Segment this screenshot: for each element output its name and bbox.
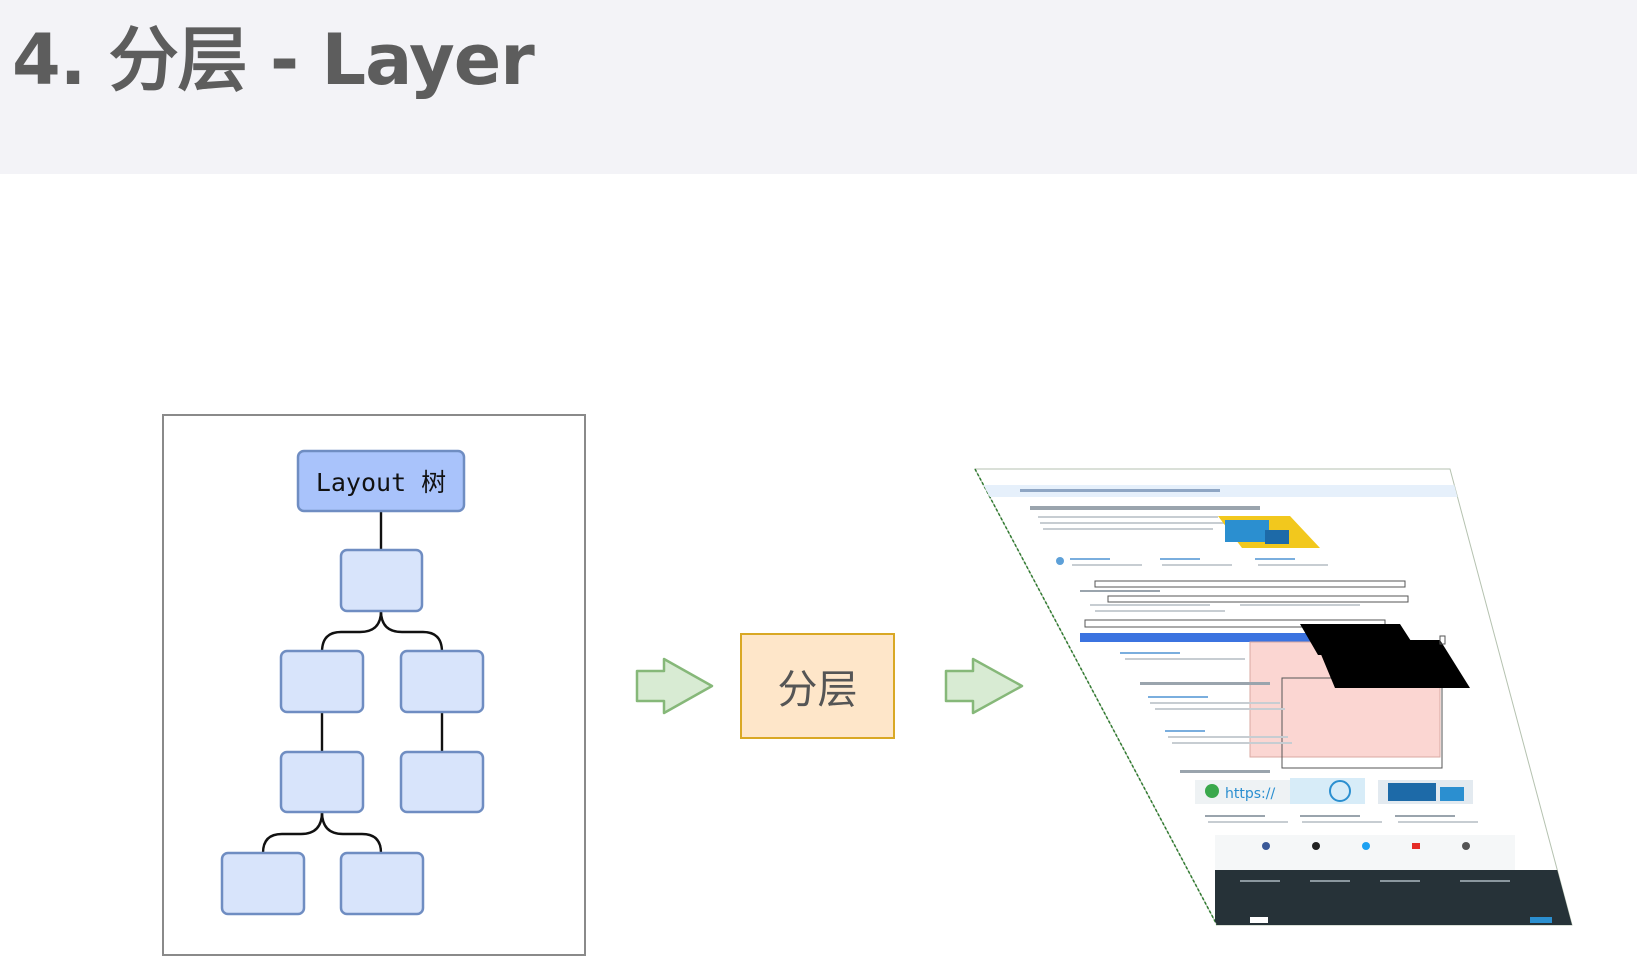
tree-node — [279, 649, 365, 714]
layout-tree-root-label: Layout 树 — [315, 468, 447, 497]
tree-node — [339, 548, 424, 613]
tree-node — [220, 851, 306, 916]
slide-header — [0, 0, 1637, 174]
arrow-right-icon — [944, 657, 1024, 715]
tree-node — [399, 750, 485, 814]
tree-nodes — [220, 548, 485, 916]
tree-edges — [261, 511, 444, 854]
layering-process-box: 分层 — [740, 633, 895, 739]
tree-node — [399, 649, 485, 714]
layout-tree-root-node — [296, 449, 466, 513]
arrow-right-icon — [635, 657, 714, 715]
slide-title: 4. 分层 - Layer — [12, 19, 535, 101]
tree-node — [339, 851, 425, 916]
tree-node — [279, 750, 365, 814]
svg-text:https://: https:// — [1225, 786, 1275, 802]
